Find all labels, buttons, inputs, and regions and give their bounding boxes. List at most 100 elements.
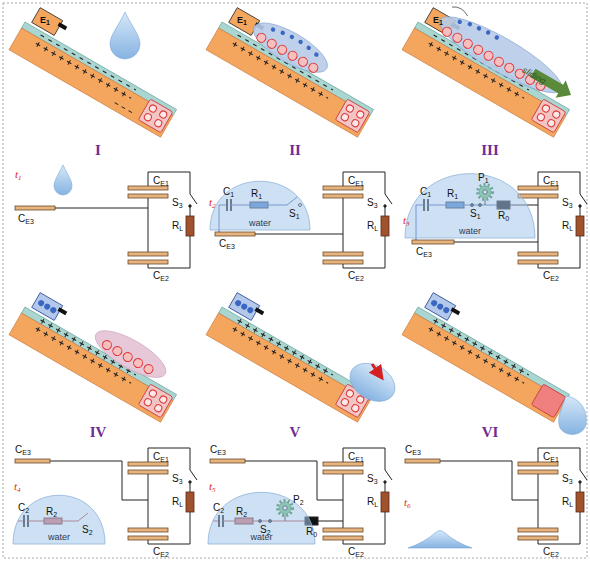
subscript: 3 <box>179 202 183 209</box>
panel-number: III <box>481 142 499 158</box>
component-label: CE1 <box>543 451 559 463</box>
time-label: t3 <box>403 214 410 226</box>
component-label: R2 <box>46 506 57 518</box>
panel-two-illustration-part-part <box>298 39 304 45</box>
panel-three-illustration-part-part <box>531 99 566 133</box>
subscript: E1 <box>550 456 559 463</box>
component-label: CE3 <box>416 246 432 258</box>
circuit-t4-part <box>128 448 197 544</box>
panel-six-illustration-part <box>559 396 587 434</box>
component-label: S3 <box>562 197 573 209</box>
panel-two-illustration-part <box>206 0 387 137</box>
subscript: 1 <box>454 193 458 200</box>
component-label: S3 <box>367 473 378 485</box>
component-label: CE1 <box>348 451 364 463</box>
component-label: S3 <box>562 473 573 485</box>
panel-two-illustration-part-part <box>306 45 312 51</box>
subscript: E1 <box>355 180 364 187</box>
circuit-t1-part <box>15 206 55 210</box>
component-label: S1 <box>289 208 300 220</box>
panel-three-illustration <box>402 0 586 137</box>
panel-one-illustration-part-part <box>32 8 69 39</box>
circuit-t5-part <box>318 521 343 522</box>
subscript: E2 <box>550 551 559 558</box>
panel-number: IV <box>90 424 107 440</box>
panel-five-illustration-part <box>372 364 382 378</box>
panel-number: II <box>289 142 301 158</box>
subscript: 1 <box>258 193 262 200</box>
panel-three-illustration-part-part <box>432 5 570 104</box>
circuit-t6-part <box>405 459 440 463</box>
subscript: E3 <box>412 449 421 456</box>
time-label: t2 <box>209 196 216 208</box>
subscript: 0 <box>313 531 317 538</box>
subscript: E3 <box>25 218 34 225</box>
subscript: E3 <box>226 243 235 250</box>
panel-four-illustration-part-part <box>89 322 172 386</box>
water-label: water <box>210 218 310 228</box>
subscript: E2 <box>160 551 169 558</box>
panel-two-illustration-part-part <box>276 44 288 56</box>
component-label: CE2 <box>153 270 169 282</box>
component-label: CE2 <box>543 546 559 558</box>
component-label: CE3 <box>219 238 235 250</box>
circuit-t1-part <box>54 165 72 195</box>
component-label: RL <box>562 496 573 508</box>
panel-three-illustration-part-part <box>503 62 515 74</box>
circuit-t2-part <box>255 234 343 235</box>
panel-one-illustration <box>9 5 187 138</box>
panel-two-illustration-part-part <box>280 30 286 36</box>
panel-two-illustration <box>206 0 387 137</box>
panel-four-illustration-part-part <box>9 307 177 422</box>
subscript: 2 <box>300 499 304 506</box>
panel-one-illustration-part-part <box>115 103 136 115</box>
subscript: E2 <box>355 551 364 558</box>
subscript: 3 <box>406 220 410 228</box>
circuit-t4-part <box>15 459 50 463</box>
panel-three-illustration-part-part <box>457 19 463 25</box>
panel-five-illustration-part <box>206 284 402 431</box>
panel-five-illustration-part-part <box>206 307 374 422</box>
panel-five-illustration-part-part <box>238 320 333 375</box>
subscript: 3 <box>569 202 573 209</box>
panel-three-illustration-part-part <box>482 50 494 62</box>
panel-three-illustration-part-part <box>472 44 484 56</box>
panel-six-illustration <box>402 290 586 435</box>
subscript: E1 <box>550 180 559 187</box>
circuit-t3-part <box>412 240 454 244</box>
time-label: t4 <box>14 480 21 492</box>
subscript: E3 <box>423 251 432 258</box>
circuit-t1 <box>15 165 197 268</box>
panel-three-illustration-part-part <box>467 21 473 27</box>
panel-three-illustration-part-part <box>452 4 469 16</box>
component-label: CE2 <box>348 270 364 282</box>
panel-two-illustration-part-part <box>255 32 267 44</box>
subscript: 2 <box>212 202 216 210</box>
component-label: R1 <box>251 188 262 200</box>
subscript: L <box>179 501 183 508</box>
panel-five-illustration-part-part <box>229 293 266 324</box>
component-label: RL <box>367 496 378 508</box>
circuit-t6 <box>405 448 587 548</box>
panel-four-illustration <box>9 284 190 422</box>
subscript: 1 <box>230 191 234 198</box>
panel-two-illustration-part-part <box>266 38 278 50</box>
electrode-label: E1 <box>433 14 443 26</box>
panel-six-illustration-part-part <box>402 307 570 422</box>
panel-three-illustration-part-part <box>441 26 453 38</box>
electrode-label: E1 <box>40 14 50 26</box>
circuit-t5-part <box>210 459 245 463</box>
panel-three-illustration-part-part <box>462 38 474 50</box>
subscript: 2 <box>220 507 224 514</box>
panel-three-illustration-part-part <box>485 29 491 35</box>
subscript: 1 <box>485 177 489 184</box>
subscript: 3 <box>374 202 378 209</box>
panel-two-illustration-part-part <box>335 99 370 133</box>
panel-six-illustration-part-part <box>425 293 462 324</box>
circuit-t6-part <box>408 531 472 549</box>
subscript: 0 <box>505 215 509 222</box>
panel-five-illustration-part-part <box>343 356 402 409</box>
component-label: CE3 <box>405 444 421 456</box>
component-label: CE3 <box>15 444 31 456</box>
